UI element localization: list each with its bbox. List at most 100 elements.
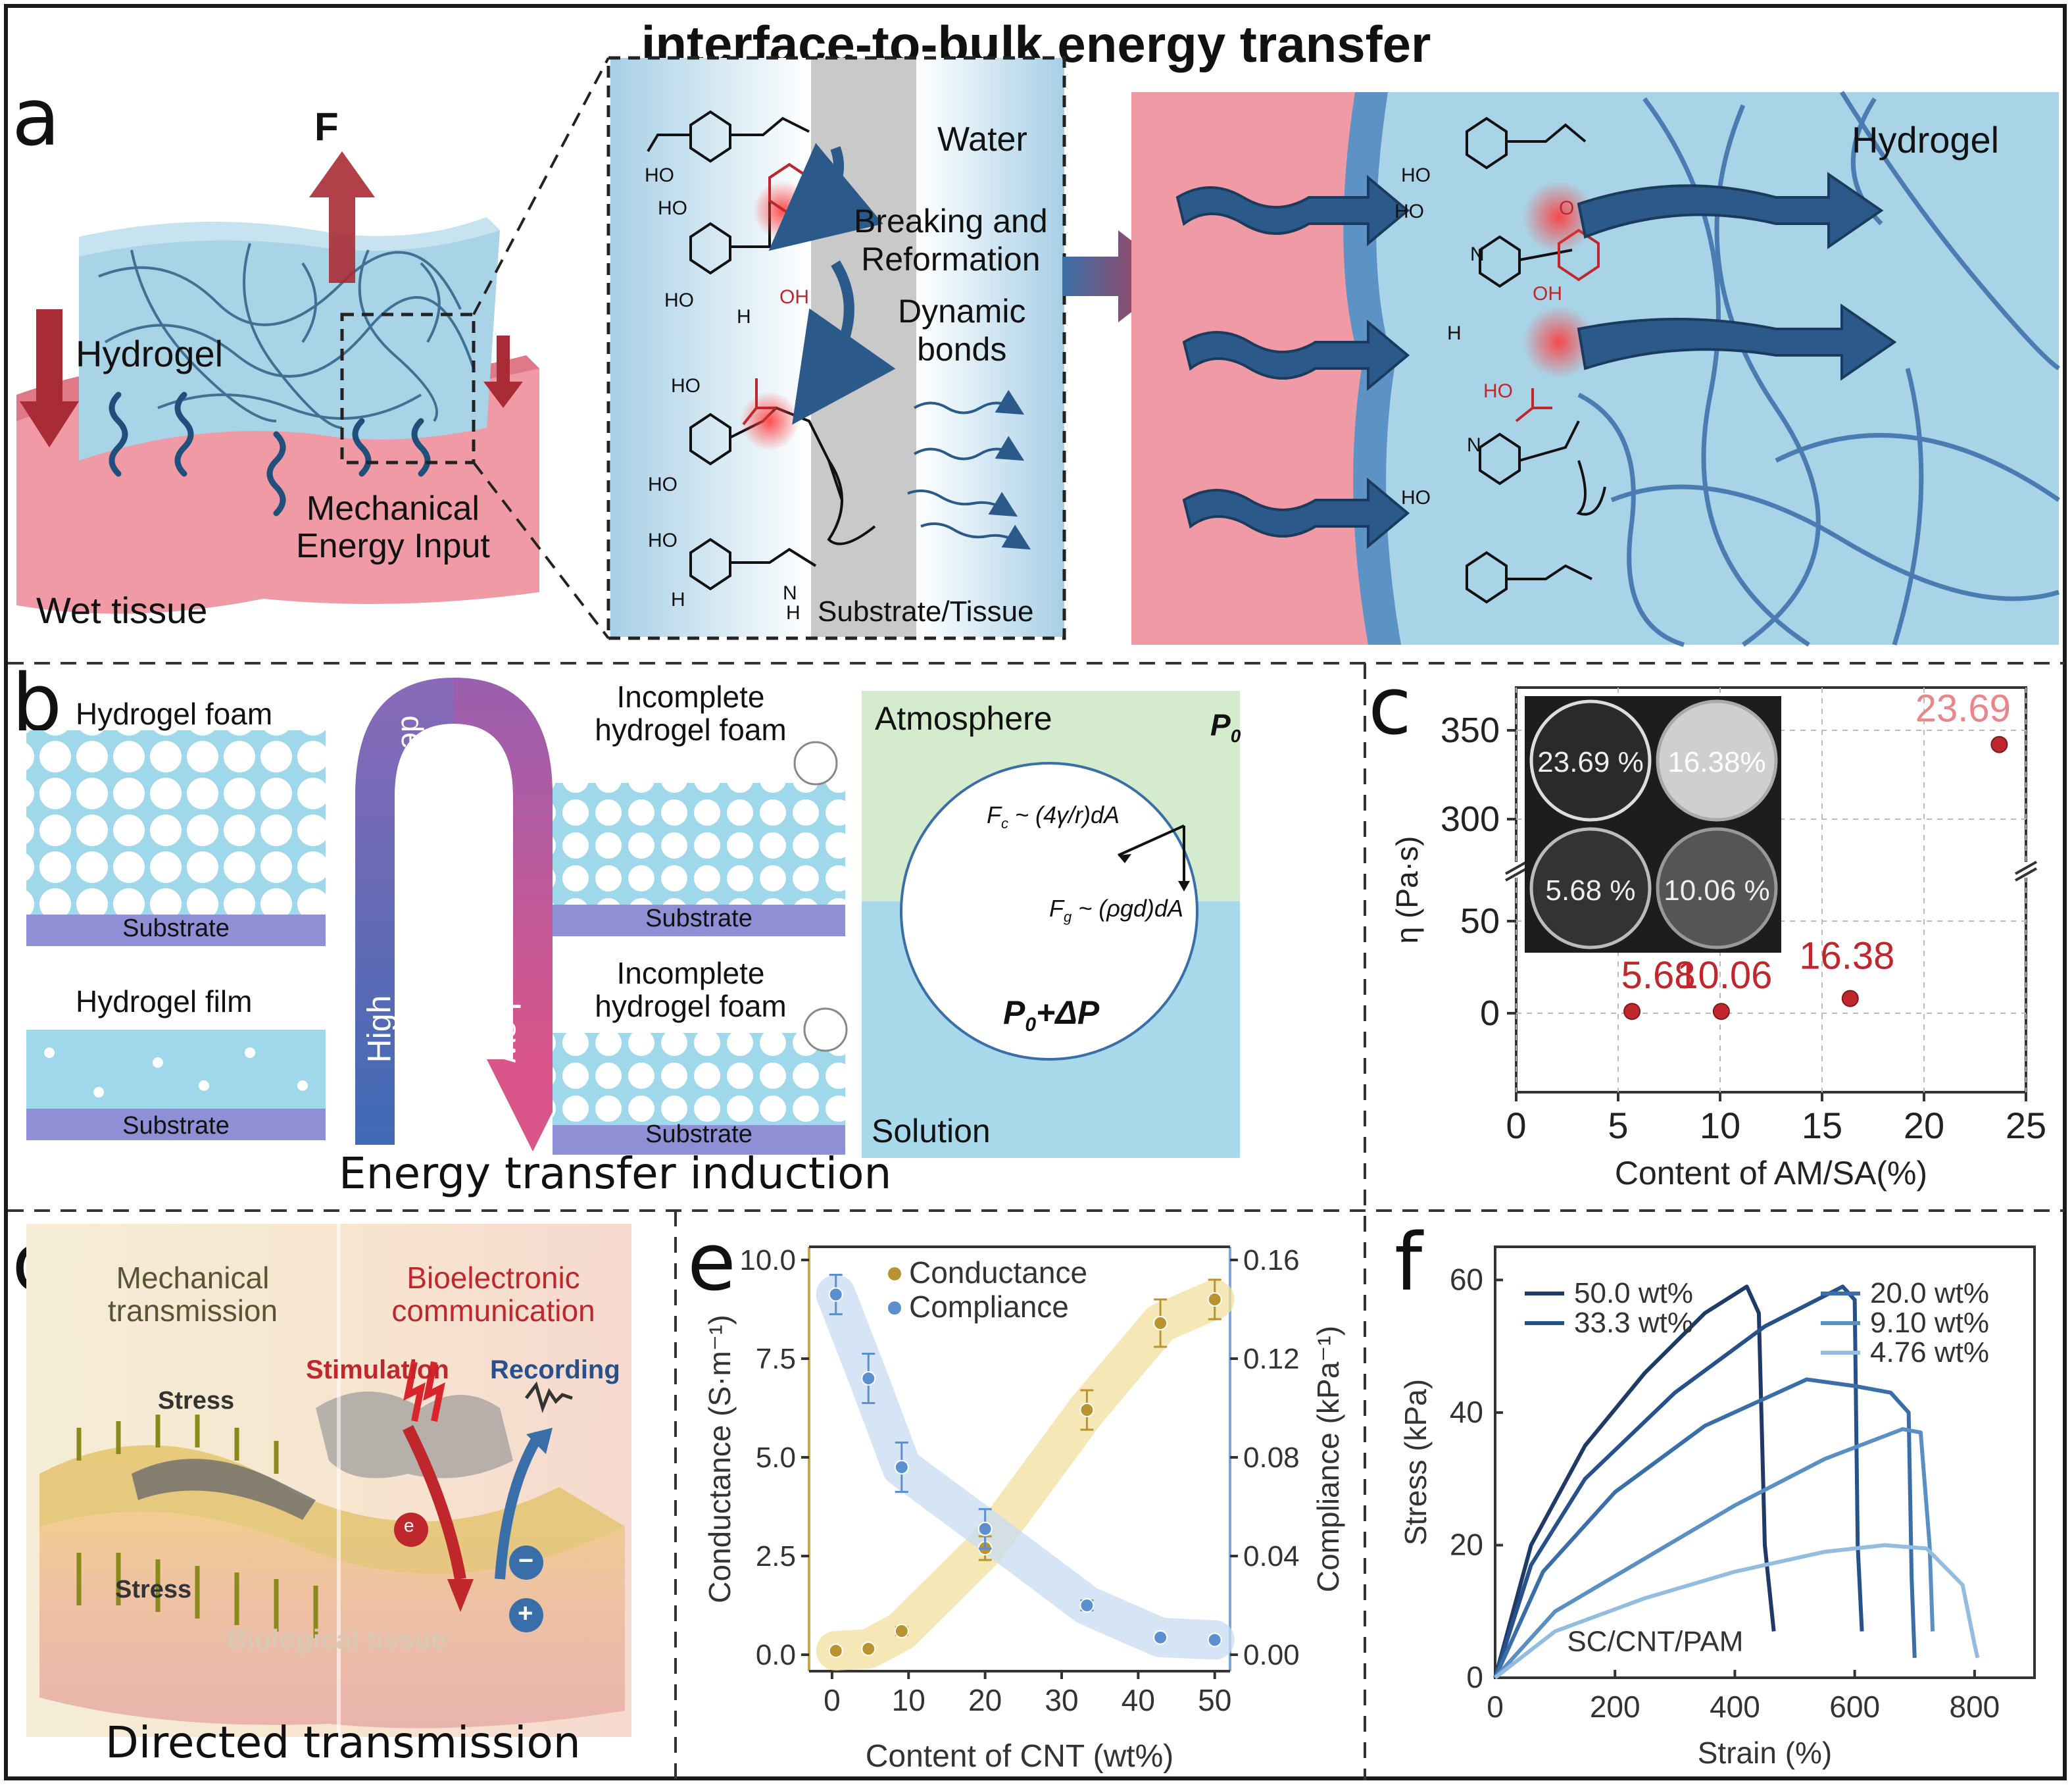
fc-equation: Fc ~ (4γ/r)dA: [987, 801, 1120, 832]
data-point: [861, 1642, 876, 1656]
inset-label: 23.69 %: [1537, 746, 1643, 778]
figure-frame: [4, 4, 2067, 1780]
data-point: [977, 1521, 993, 1536]
chem-label: N: [1470, 243, 1485, 265]
panel-label-e: e: [687, 1217, 736, 1309]
solution-label: Solution: [872, 1113, 991, 1149]
substrate-label: Substrate: [122, 915, 230, 942]
plot-frame: [1494, 1245, 2036, 1679]
data-point: [894, 1460, 909, 1474]
panel-b-illustration: [26, 678, 1240, 1158]
petri-dish: [1529, 827, 1652, 949]
y-tick-label: 350: [1441, 711, 1500, 750]
x-tick-label: 0: [1487, 1690, 1504, 1724]
x-tick-label: 200: [1590, 1690, 1640, 1724]
chem-label: N: [783, 582, 797, 604]
chem-label: HO: [1483, 380, 1513, 402]
chem-label: HO: [658, 197, 687, 219]
chem-label: H: [671, 589, 685, 611]
low-label: Low: [490, 1002, 528, 1063]
incomplete-foam-label-2: Incomplete hydrogel foam: [595, 956, 787, 1023]
y-tick-label: 0: [1480, 993, 1500, 1033]
legend-marker: [888, 1267, 901, 1280]
mechanical-energy-input-label: Mechanical Energy Input: [296, 490, 490, 566]
legend-label: 50.0 wt%: [1574, 1277, 1693, 1309]
data-label: 5.68: [1621, 954, 1696, 997]
x-tick-label: 20: [1904, 1105, 1944, 1146]
x-tick-label: 30: [1045, 1683, 1078, 1717]
chem-label: O: [1559, 197, 1575, 219]
data-point: [1207, 1292, 1222, 1307]
inset-label: 10.06 %: [1664, 874, 1769, 907]
panel-label-f: f: [1394, 1217, 1423, 1309]
right-hydrogel-label: Hydrogel: [1852, 119, 2000, 161]
legend-label: Compliance: [909, 1290, 1069, 1324]
y-tick-label: 300: [1441, 799, 1500, 839]
panel-d-illustration: [26, 1224, 631, 1737]
y-axis-title-right: Compliance (kPa⁻¹): [1311, 1326, 1345, 1592]
y-tick-label: 60: [1450, 1262, 1483, 1296]
data-point: [828, 1644, 843, 1658]
x-tick-label: 40: [1122, 1683, 1155, 1717]
x-tick-label: 0: [824, 1683, 841, 1717]
chem-label: H: [737, 306, 751, 328]
panel-label-b: b: [12, 658, 62, 749]
series-line: [1493, 1284, 1776, 1678]
data-point: [861, 1371, 876, 1386]
chem-label: HO: [645, 164, 674, 186]
y-tick-label-left: 5.0: [756, 1442, 796, 1474]
stress-top-label: Stress: [158, 1387, 235, 1415]
incomplete-foam-label-1: Incomplete hydrogel foam: [595, 680, 787, 747]
data-point: [1153, 1630, 1168, 1645]
axis-break-mark: [2015, 867, 2037, 882]
petri-dish: [1529, 699, 1652, 822]
y-axis-title: Stress (kPa): [1398, 1379, 1433, 1546]
inset-label: 5.68 %: [1546, 874, 1636, 907]
fg-equation: Fg ~ (ρgd)dA: [1049, 895, 1183, 926]
data-label: 16.38: [1799, 935, 1894, 978]
data-point: [1841, 990, 1859, 1007]
chem-label: OH: [779, 286, 809, 308]
axis-break-mark: [2015, 861, 2037, 875]
series-line: [1493, 1427, 1935, 1680]
x-tick-label: 400: [1710, 1690, 1760, 1724]
y-tick-label: 50: [1460, 901, 1500, 941]
x-tick-label: 800: [1950, 1690, 2000, 1724]
recording-label: Recording: [490, 1355, 620, 1384]
data-point: [1153, 1316, 1168, 1330]
substrate-label: Substrate: [645, 905, 752, 932]
hydrogel-film-label: Hydrogel film: [76, 984, 253, 1018]
panel-d-caption: Directed transmission: [105, 1717, 581, 1768]
legend-label: 20.0 wt%: [1870, 1277, 1989, 1309]
substrate-tissue-label: Substrate/Tissue: [818, 595, 1034, 628]
x-tick-label: 0: [1506, 1105, 1526, 1146]
y-tick-label-right: 0.12: [1243, 1343, 1300, 1375]
chem-label: HO: [1401, 164, 1431, 186]
breaking-reformation-label: Breaking and Reformation: [854, 203, 1048, 278]
y-axis-title-left: Conductance (S·m⁻¹): [703, 1315, 737, 1603]
water-label: Water: [937, 120, 1027, 159]
y-tick-label: 40: [1450, 1395, 1483, 1429]
y-tick-label-right: 0.04: [1243, 1540, 1300, 1572]
p0-plus-dp-label: P0+ΔP: [1003, 994, 1100, 1036]
y-tick-label-right: 0.16: [1243, 1244, 1300, 1276]
y-tick-label-left: 0.0: [756, 1639, 796, 1671]
dynamic-bonds-label: Dynamic bonds: [898, 293, 1026, 368]
data-point: [1623, 1003, 1641, 1020]
inset-label: 16.38%: [1667, 746, 1765, 778]
data-point: [1990, 736, 2008, 753]
atmosphere-label: Atmosphere: [875, 700, 1052, 737]
legend-marker: [888, 1301, 901, 1315]
electron-label: e: [404, 1515, 414, 1536]
x-tick-label: 25: [2006, 1105, 2046, 1146]
data-point: [1079, 1598, 1095, 1613]
chem-label: HO: [1394, 201, 1424, 222]
chem-label: HO: [648, 474, 678, 495]
data-point: [1207, 1632, 1222, 1647]
plus-icon: +: [518, 1599, 533, 1628]
data-point: [1712, 1003, 1730, 1020]
mechanical-transmission-label: Mechanical transmission: [107, 1261, 278, 1328]
biological-tissue-label: Biological tissue: [227, 1624, 447, 1655]
panel-label-c: c: [1368, 661, 1412, 753]
